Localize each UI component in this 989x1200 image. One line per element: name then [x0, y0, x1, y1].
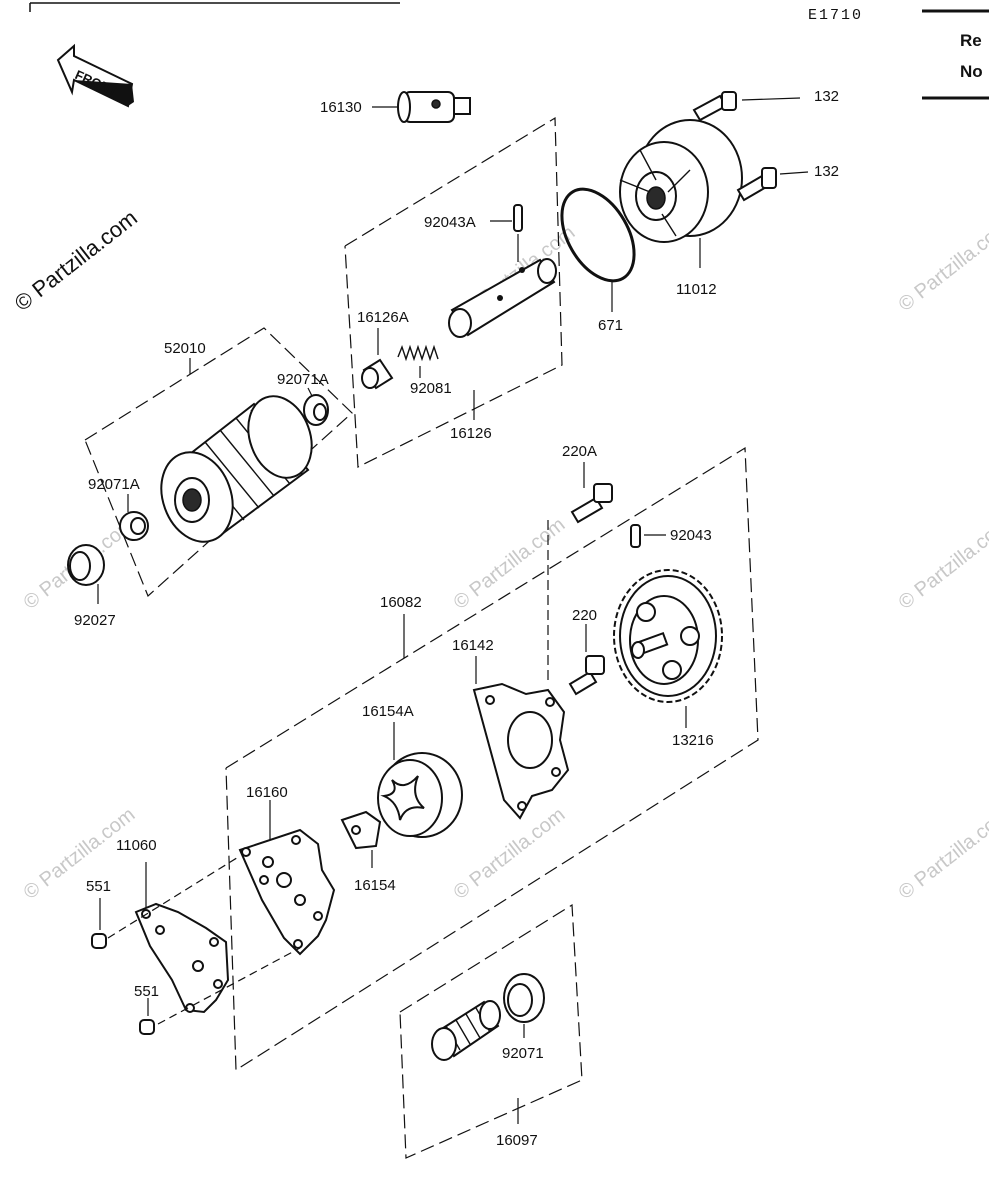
- frame-16082: [225, 446, 759, 1072]
- part-52010-oil-filter: [160, 395, 313, 543]
- part-551-dowel-bottom: [139, 1019, 155, 1035]
- part-92043-pin: [630, 524, 641, 548]
- part-220A-bolt: [570, 483, 613, 524]
- part-16160-pump-body: [238, 828, 336, 956]
- callout-16082: 16082: [380, 594, 422, 611]
- diagram-code: E1710: [808, 7, 863, 24]
- callout-132-top: 132: [814, 88, 839, 105]
- callout-551-top: 551: [86, 878, 111, 895]
- part-92071A-seal-top: [303, 394, 329, 426]
- callout-92071: 92071: [502, 1045, 544, 1062]
- callout-16154: 16154: [354, 877, 396, 894]
- corner-note-line2: No: [960, 62, 983, 81]
- callout-220A: 220A: [562, 443, 597, 460]
- watermark-8: © Partzilla.com: [895, 804, 989, 904]
- callout-16130: 16130: [320, 99, 362, 116]
- part-11012-filter-cover: [619, 119, 743, 243]
- callout-92027: 92027: [74, 612, 116, 629]
- part-16154A-outer-rotor: [377, 752, 463, 838]
- callout-92081: 92081: [410, 380, 452, 397]
- part-16097-strainer: [431, 1000, 501, 1061]
- part-92071A-seal-left: [119, 511, 149, 541]
- part-16126A-piston: [361, 358, 394, 390]
- part-16154-inner-rotor: [340, 810, 382, 850]
- watermark-main: © Partzilla.com: [10, 205, 142, 316]
- callout-11012: 11012: [676, 281, 717, 298]
- part-92081-spring: [397, 344, 439, 362]
- part-220-bolt: [568, 655, 605, 696]
- callout-92071A-top: 92071A: [277, 371, 329, 388]
- callout-16160: 16160: [246, 784, 288, 801]
- callout-16126: 16126: [450, 425, 492, 442]
- part-92027-collar: [67, 544, 105, 586]
- part-16130-plug: [397, 91, 471, 123]
- callout-16126A: 16126A: [357, 309, 409, 326]
- part-551-dowel-top: [91, 933, 107, 949]
- callout-671: 671: [598, 317, 623, 334]
- watermark-7: © Partzilla.com: [450, 804, 570, 904]
- part-132-bolt-bottom: [736, 167, 777, 202]
- corner-note-line1: Re: [960, 31, 982, 50]
- callout-92071A-left: 92071A: [88, 476, 140, 493]
- part-16126-valve-body: [448, 258, 557, 338]
- frame-52010: [84, 327, 353, 598]
- part-16142-pump-cover: [472, 682, 570, 820]
- callout-551-bottom: 551: [134, 983, 159, 1000]
- callout-220: 220: [572, 607, 597, 624]
- callout-132-bottom: 132: [814, 163, 839, 180]
- watermark-4: © Partzilla.com: [895, 216, 989, 316]
- part-13216-pump-gear: [613, 569, 723, 703]
- callout-16142: 16142: [452, 637, 494, 654]
- front-direction-arrow: FRONT: [56, 43, 134, 108]
- callout-16097: 16097: [496, 1132, 538, 1149]
- watermark-2: © Partzilla.com: [450, 514, 570, 614]
- watermark-5: © Partzilla.com: [895, 514, 989, 614]
- callout-11060: 11060: [116, 837, 157, 854]
- part-671-o-ring: [560, 187, 636, 283]
- callout-13216: 13216: [672, 732, 714, 749]
- part-92043A-pin: [513, 204, 523, 232]
- callout-92043: 92043: [670, 527, 712, 544]
- callout-92043A: 92043A: [424, 214, 476, 231]
- frame-16126: [344, 116, 563, 468]
- callout-52010: 52010: [164, 340, 206, 357]
- part-132-bolt-top: [692, 91, 737, 122]
- callout-16154A: 16154A: [362, 703, 414, 720]
- part-92071-seal: [503, 973, 545, 1023]
